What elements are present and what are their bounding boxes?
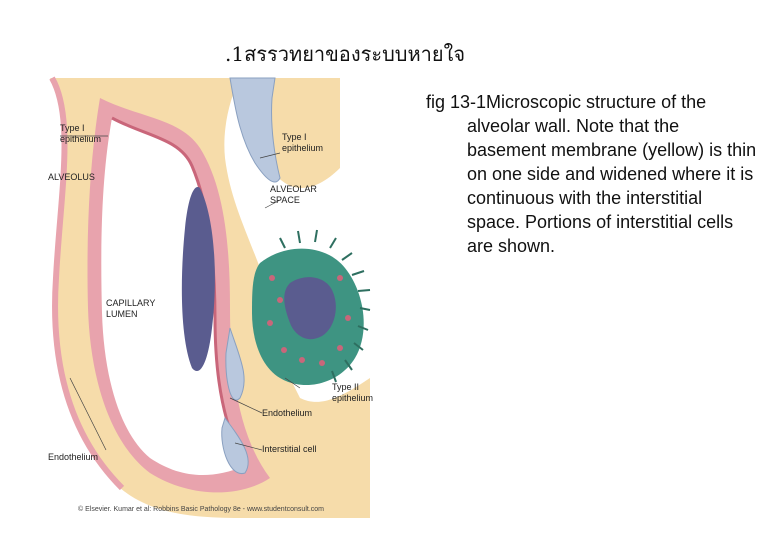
label-interstitial-cell: Interstitial cell [262,444,317,454]
label-endothelium-right: Endothelium [262,408,312,418]
label-type1-left-2: epithelium [60,134,101,144]
label-type1-left-1: Type I [60,123,85,133]
label-type2-1: Type II [332,382,359,392]
alveolar-wall-figure: Type I epithelium Type I epithelium ALVE… [40,76,373,518]
label-capillary-lumen-2: LUMEN [106,309,138,319]
lumen-cell [181,187,215,372]
label-alveolar-space-1: ALVEOLAR [270,184,317,194]
label-type2-2: epithelium [332,393,373,403]
label-alveolus: ALVEOLUS [48,172,95,182]
label-capillary-lumen-1: CAPILLARY [106,298,155,308]
figure-caption: fig 13-1Microscopic structure of the alv… [426,92,757,256]
type2-cell [252,229,371,386]
label-endothelium-left: Endothelium [48,452,98,462]
interstitial-cell-mid [225,327,245,401]
label-type1-right-2: epithelium [282,143,323,153]
label-type1-right-1: Type I [282,132,307,142]
slide-title: .1สรรวทยาของระบบหายใจ [225,42,466,66]
left-epithelium [49,76,125,491]
interstitial-cell-bottom [221,416,249,474]
capillary-lumen [101,118,245,476]
figure-copyright: © Elsevier. Kumar et al: Robbins Basic P… [78,505,324,513]
alveolar-wall-illustration: Type I epithelium Type I epithelium ALVE… [40,76,373,518]
label-alveolar-space-2: SPACE [270,195,300,205]
